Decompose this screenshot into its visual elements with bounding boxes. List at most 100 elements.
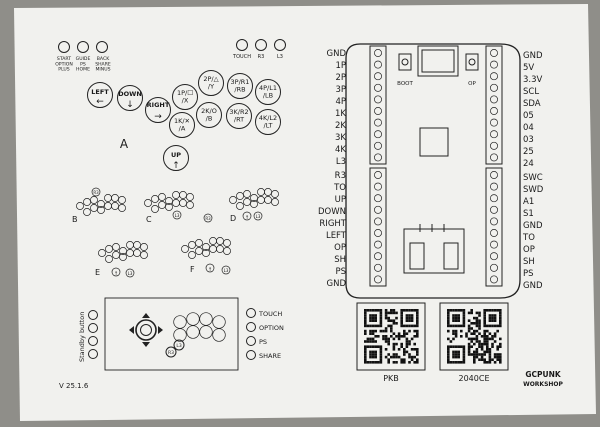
qr-module [447,345,450,348]
layout-b-title: B [72,215,78,224]
qr-module [480,345,484,348]
pin-hole [490,263,498,272]
qr-module [416,361,419,364]
qr-module [369,345,372,348]
qr-module [364,355,367,359]
standby-action-button [199,312,213,326]
qr-module [454,329,458,333]
qr-module [467,327,471,330]
qr-module [457,355,460,359]
qr-module [387,361,390,364]
qr-module [364,324,367,328]
qr-module [493,353,497,356]
qr-module [462,324,466,328]
qr-module [403,335,406,338]
layout-e-button [140,243,148,251]
layout-b-r3-label: R3 [93,190,99,195]
left-button-label: LEFT [91,88,109,96]
layout-f-l3-label: L3 [224,268,229,273]
qr-module [413,342,416,346]
pin-left-bottom-3: DOWN [318,207,346,217]
pin-left-top-1: 1P [335,61,346,71]
usb-bottom-connector [403,228,465,274]
qr-module [452,355,455,359]
qr-module [454,316,458,320]
pin-hole [374,217,382,226]
qr-module [366,309,370,312]
button-4k-label: 4K/L2/LT [259,114,277,129]
qr-module [454,353,458,356]
qr-module [478,358,481,361]
qr-module [462,314,466,317]
layout-c-l3-circle [172,210,182,220]
pin-hole [490,141,498,150]
qr-module [374,329,377,333]
qr-module [364,316,367,320]
pin-hole [374,49,382,57]
button-3p-circle [227,73,253,99]
qr-module [462,353,466,356]
standby-share-label: SHARE [259,352,281,360]
qr-module [371,355,375,359]
qr-module [454,361,458,364]
pin-left-top-7: 3K [335,133,346,143]
pin-hole [374,141,382,150]
qr-module [364,319,367,322]
qr-module [454,319,458,322]
qr-module [457,350,460,354]
qr-module [449,345,453,348]
qr-module [493,335,497,338]
layout-b-button [97,206,105,214]
qr-module [480,355,484,359]
qr-module [384,327,388,330]
pin-left-bottom-4: RIGHT [319,219,346,229]
qr-module [408,309,411,312]
qr-module [413,324,416,328]
qr-module [470,327,473,330]
layout-c-l3-label: L3 [175,213,180,218]
qr-module [475,353,479,356]
pin-left-bottom-5: LEFT [326,231,347,241]
qr-module [369,350,372,354]
pin-left-bottom-1: TO [333,183,346,193]
qr-module [397,337,401,341]
qr-module [377,324,380,328]
qr-module [364,340,367,343]
qr-module [387,324,390,328]
qr-module [377,345,380,348]
qr-module [369,337,372,341]
qr-module [460,345,463,348]
touch-button-circle [236,39,248,51]
qr-module [371,350,375,354]
qr-module [483,314,486,317]
qr-module [499,324,502,328]
qr-module [480,335,484,338]
pin-right-bottom-4: GND [523,221,543,231]
qr-module [403,324,406,328]
pin-hole [490,49,498,57]
qr-module [496,348,499,351]
standby-right-circle [246,322,256,332]
qr-module [369,355,372,359]
board-outline [345,43,521,299]
qr-module [470,311,473,315]
pin-left-top-5: 1K [335,109,346,119]
qr-module [408,355,411,359]
pin-right-bottom-8: PS [523,269,534,279]
button-3p-label: 3P/R1/RB [231,78,250,93]
layout-f-button [188,251,196,259]
l3-button-circle [274,39,286,51]
pin-hole [374,83,382,92]
op-button-icon [468,58,476,66]
qr-module [486,350,489,354]
qr-module [470,332,473,335]
pin-left-top-8: 4K [335,145,346,155]
qr-module [364,311,367,315]
qr-module [387,311,390,315]
qr-module [480,342,484,346]
qr-module [408,319,411,322]
qr-module [499,353,502,356]
pin-right-top-0: GND [523,51,543,61]
l3-label: L3 [277,54,283,60]
